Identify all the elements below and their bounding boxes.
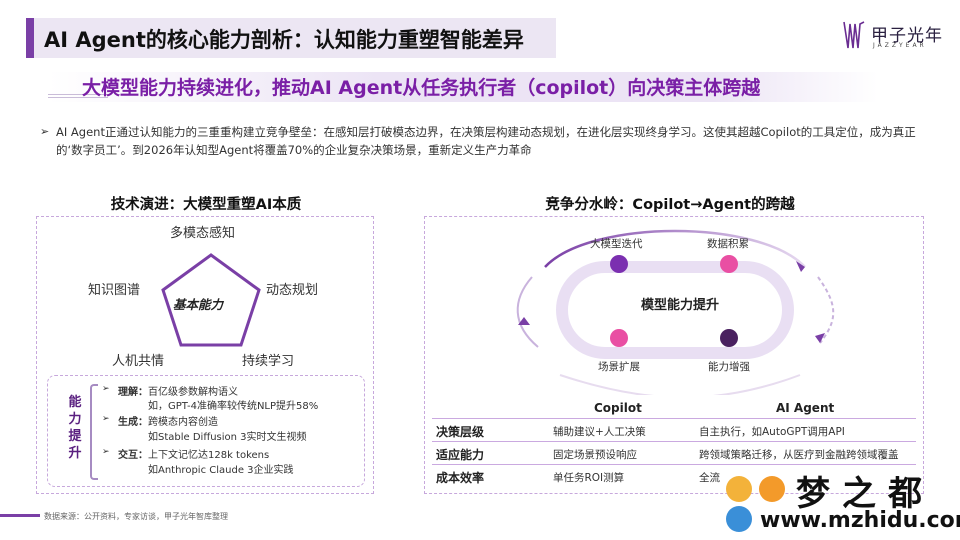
watermark-face-icon: [726, 476, 752, 502]
watermark-face-icon: [726, 506, 752, 532]
logo-subtext: JAZZYEAR: [873, 42, 927, 49]
node-label-capability-enhancement: 能力增强: [708, 361, 750, 373]
cycle-arc-left: [516, 276, 539, 348]
table-divider: [432, 441, 916, 442]
table-cell-copilot: 单任务ROI测算: [553, 472, 625, 484]
capability-example: 如Stable Diffusion 3实时文生视频: [148, 432, 307, 443]
table-divider: [432, 418, 916, 419]
vertex-label-bottom-right: 持续学习: [242, 354, 295, 369]
vertex-label-left: 知识图谱: [88, 283, 141, 298]
table-cell-copilot: 辅助建议+人工决策: [553, 426, 646, 438]
capability-bracket: [90, 384, 98, 480]
bullet-arrow-icon: ➢: [40, 125, 50, 138]
watermark-brand: 梦之都: [796, 474, 934, 514]
capability-example: 如，GPT-4准确率较传统NLP提升58%: [148, 401, 319, 412]
cycle-arc-right: [817, 276, 835, 344]
title-bar: [26, 18, 556, 58]
cycle-diagram: [516, 229, 835, 395]
source-note: 数据来源：公开资料，专家访谈，甲子光年智库整理: [44, 512, 228, 521]
page-title: AI Agent的核心能力剖析：认知能力重塑智能差异: [44, 28, 524, 52]
node-label-model-iteration: 大模型迭代: [590, 238, 643, 250]
right-panel: [424, 216, 924, 494]
capability-title: 能力提升: [68, 395, 82, 461]
bullet-arrow-icon: ➢: [102, 447, 110, 457]
title-accent: [26, 18, 34, 58]
pentagon-diagram: [161, 253, 261, 347]
table-cell-agent: 全流: [699, 472, 720, 484]
capability-item-understand: 理解：百亿级参数解构语义: [118, 387, 238, 398]
table-header-agent: AI Agent: [776, 401, 835, 415]
watermark-face-icon: [759, 476, 785, 502]
pentagon-shape: [161, 253, 261, 347]
footer-accent: [0, 514, 40, 517]
node-label-scene-expansion: 场景扩展: [598, 361, 640, 373]
table-row-label: 决策层级: [436, 425, 485, 439]
capability-item-generate: 生成：跨模态内容创造: [118, 417, 218, 428]
table-header-copilot: Copilot: [594, 401, 642, 415]
pentagon-core-label: 基本能力: [173, 297, 224, 312]
vertex-label-top: 多模态感知: [170, 226, 236, 241]
node-capability-enhancement: [720, 329, 738, 347]
table-cell-agent: 跨领域策略迁移，从医疗到金融跨领域覆盖: [699, 449, 899, 461]
capability-box: [47, 375, 365, 487]
vertex-label-right: 动态规划: [266, 283, 319, 298]
left-panel-heading: 技术演进：大模型重塑AI本质: [110, 197, 302, 213]
watermark-url: www.mzhidu.com: [760, 508, 960, 533]
capability-example: 如Anthropic Claude 3企业实践: [148, 465, 294, 476]
bullet-arrow-icon: ➢: [102, 414, 110, 424]
table-row-label: 适应能力: [436, 448, 485, 462]
cycle-arc-top-arrow: [544, 229, 806, 268]
logo-text: 甲子光年: [871, 26, 943, 46]
jazzyear-logo-icon: [843, 21, 865, 49]
bullet-arrow-icon: ➢: [102, 384, 110, 394]
node-scene-expansion: [610, 329, 628, 347]
subtitle-bar: [48, 72, 878, 102]
table-row-label: 成本效率: [436, 471, 485, 485]
table-divider: [432, 464, 916, 465]
right-panel-heading: 竞争分水岭：Copilot→Agent的跨越: [545, 197, 795, 213]
table-cell-agent: 自主执行，如AutoGPT调用API: [699, 426, 845, 438]
node-model-iteration: [610, 255, 628, 273]
subtitle: 大模型能力持续进化，推动AI Agent从任务执行者（copilot）向决策主体…: [82, 77, 761, 99]
node-data-accumulation: [720, 255, 738, 273]
subtitle-decoration: [48, 94, 108, 98]
table-cell-copilot: 固定场景预设响应: [553, 449, 637, 461]
vertex-label-bottom-left: 人机共情: [112, 354, 165, 369]
intro-paragraph: AI Agent正通过认知能力的三重重构建立竞争壁垒：在感知层打破模态边界，在决…: [56, 125, 916, 157]
cycle-center-label: 模型能力提升: [640, 298, 719, 313]
left-panel: [36, 216, 374, 494]
capability-item-interact: 交互：上下文记忆达128k tokens: [118, 450, 270, 461]
node-label-data-accumulation: 数据积累: [707, 238, 749, 250]
cycle-arc-bottom: [559, 374, 801, 395]
